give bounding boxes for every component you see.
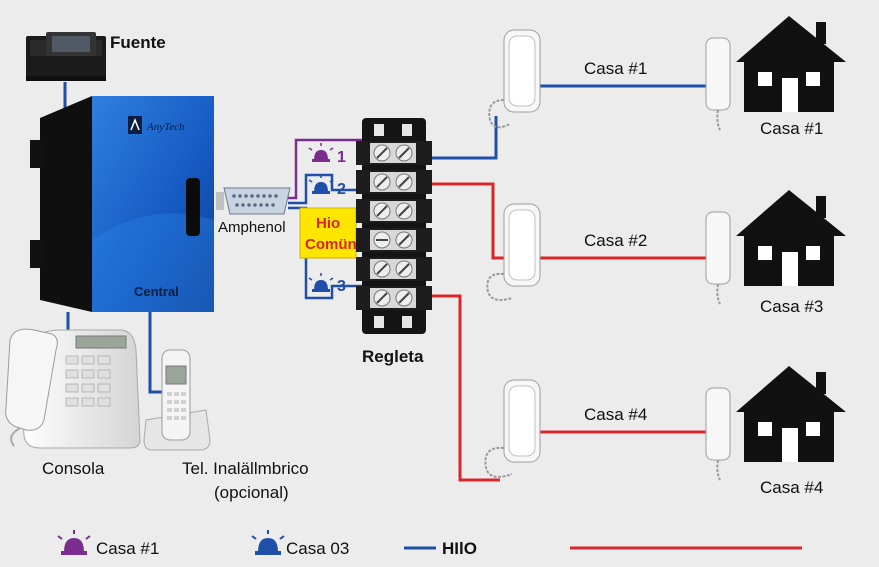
wire-casa4 [418,294,500,482]
house-icon [736,190,846,286]
house-label-2: Casa #3 [760,297,823,316]
legend-item-2: Casa 03 [286,539,349,558]
legend-item-3: HIlO [442,539,477,558]
terminal-block [356,118,432,334]
central-label: Central [134,284,179,299]
terminal-1-number: 1 [337,149,346,166]
screw-row [356,286,432,310]
common-wire-line1: Hio [316,215,340,232]
buzzer-icon [251,530,285,555]
common-wire-line2: Comün [305,236,357,253]
power-supply-label: Fuente [110,33,166,52]
handset-1 [488,29,541,129]
intercom-3 [705,387,731,481]
screw-row [356,170,432,194]
wire-casa1 [418,116,498,160]
handset-2 [486,203,541,301]
intercom-1 [705,37,731,131]
intercom-2 [705,211,731,305]
buzzer-icon [308,175,334,194]
terminal-3: 3 [308,273,346,295]
screw-row [356,141,432,165]
line-label-1: Casa #1 [584,59,647,78]
terminal-1: 1 [308,143,346,166]
wire-casa2 [418,182,504,260]
cordless-label-line1: Tel. Inalällmbrico [182,459,309,478]
line-label-3: Casa #4 [584,405,647,424]
house-label-3: Casa #4 [760,478,823,497]
common-wire-box: Hio Comün [299,207,357,259]
terminal-block-label: Regleta [362,347,424,366]
line-label-2: Casa #2 [584,231,647,250]
buzzer-icon [57,530,91,555]
amphenol-label: Amphenol [218,219,286,236]
cordless-label-line2: (opcional) [214,483,289,502]
legend-item-1: Casa #1 [96,539,159,558]
terminal-2-number: 2 [337,181,346,198]
screw-row [356,199,432,223]
buzzer-icon [308,273,334,292]
legend: Casa #1 Casa 03 HIlO [57,530,802,558]
wire-terminal-2 [288,173,370,205]
buzzer-icon [308,143,334,162]
house-label-1: Casa #1 [760,119,823,138]
screw-row [356,228,432,252]
house-icon [736,16,846,112]
terminal-3-number: 3 [337,278,346,295]
central-cabinet [30,96,214,312]
house-icon [736,366,846,462]
cordless-wire [148,312,162,394]
brand-logo: AnyTech [146,121,185,133]
power-supply [26,32,106,81]
terminal-2: 2 [308,175,346,198]
handset-3 [484,379,541,478]
amphenol-connector [216,187,291,215]
console-phone [5,328,141,449]
console-label: Consola [42,459,105,478]
cordless-phone [143,349,211,451]
screw-row [356,257,432,281]
